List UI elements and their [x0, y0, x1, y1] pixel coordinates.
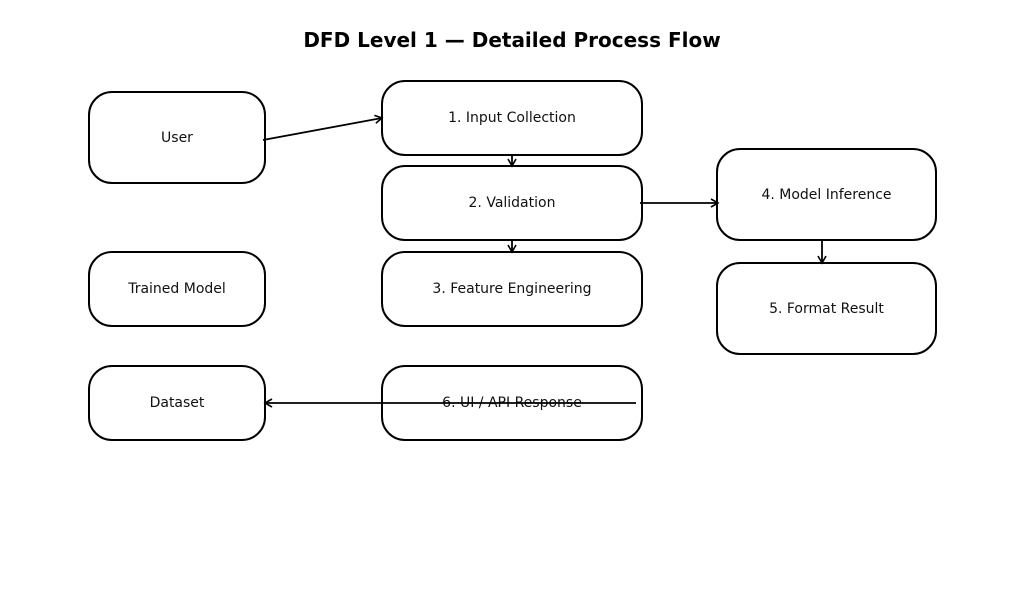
- node-user-label: User: [161, 129, 193, 146]
- node-dataset: Dataset: [88, 365, 266, 441]
- node-input-collection-label: 1. Input Collection: [448, 110, 576, 126]
- node-format-result-label: 5. Format Result: [769, 300, 884, 317]
- node-ui-api-response-label: 6. UI / API Response: [442, 395, 582, 411]
- node-trained-model-label: Trained Model: [128, 281, 226, 297]
- node-validation-label: 2. Validation: [468, 195, 556, 211]
- node-model-inference: 4. Model Inference: [716, 148, 937, 241]
- node-feature-engineering: 3. Feature Engineering: [381, 251, 643, 327]
- node-model-inference-label: 4. Model Inference: [761, 186, 892, 203]
- node-input-collection: 1. Input Collection: [381, 80, 643, 156]
- node-trained-model: Trained Model: [88, 251, 266, 327]
- node-format-result: 5. Format Result: [716, 262, 937, 355]
- node-feature-engineering-label: 3. Feature Engineering: [432, 281, 592, 297]
- node-ui-api-response: 6. UI / API Response: [381, 365, 643, 441]
- node-dataset-label: Dataset: [149, 395, 205, 411]
- node-validation: 2. Validation: [381, 165, 643, 241]
- node-user: User: [88, 91, 266, 184]
- diagram-title: DFD Level 1 — Detailed Process Flow: [303, 28, 721, 52]
- edge-user-to-input-collection: [262, 114, 384, 141]
